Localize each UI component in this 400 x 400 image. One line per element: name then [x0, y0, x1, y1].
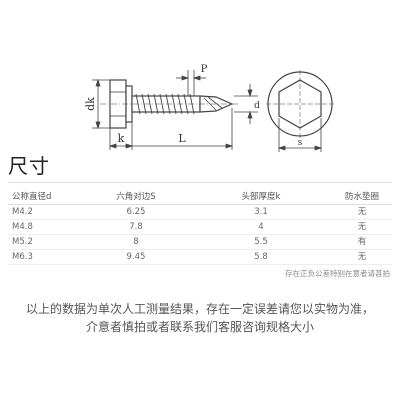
k-dimension	[108, 122, 134, 150]
cell-hex-flat: 7.8	[82, 219, 190, 235]
cell-head-thickness: 3.1	[190, 204, 332, 220]
cell-washer: 无	[332, 219, 392, 235]
cell-hex-flat: 9.45	[82, 249, 190, 265]
cell-washer: 无	[332, 249, 392, 265]
cell-diameter: M4.2	[8, 204, 82, 220]
cell-hex-flat: 6.25	[82, 204, 190, 220]
table-row: M5.2 8 5.5 有	[8, 234, 392, 250]
cell-diameter: M4.8	[8, 219, 82, 235]
header-hex-flat: 六角对边S	[82, 190, 190, 205]
cell-head-thickness: 5.5	[190, 234, 332, 250]
p-label: P	[201, 64, 208, 75]
s-dimension	[277, 118, 323, 152]
table-row: M6.3 9.45 5.8 无	[8, 249, 392, 265]
head-end-view	[266, 70, 334, 138]
l-label: L	[178, 132, 186, 145]
cell-head-thickness: 4	[190, 219, 332, 235]
d-dimension	[234, 84, 258, 124]
measurement-note-line-2: 介意者慎拍或者联系我们客服咨询规格大小	[85, 320, 314, 334]
cell-washer: 无	[332, 204, 392, 220]
title-divider	[8, 182, 392, 183]
table-header-row: 公称直径d 六角对边S 头部厚度k 防水垫圈	[8, 190, 392, 205]
header-diameter: 公称直径d	[8, 190, 82, 205]
table-row: M4.2 6.25 3.1 无	[8, 204, 392, 220]
spec-table: 公称直径d 六角对边S 头部厚度k 防水垫圈 M4.2 6.25 3.1 无 M…	[8, 190, 392, 265]
tolerance-note: 存在正负公差特别在意者请甚拍	[285, 269, 390, 278]
header-head-thickness: 头部厚度k	[190, 190, 332, 205]
cell-washer: 有	[332, 234, 392, 250]
d-label: d	[254, 101, 260, 111]
dk-label: dk	[84, 97, 97, 111]
k-label: k	[118, 132, 125, 145]
header-washer: 防水垫圈	[332, 190, 392, 205]
dk-dimension	[92, 78, 110, 130]
s-label: s	[298, 138, 303, 148]
technical-drawing: dk k L P d s	[84, 64, 334, 152]
l-dimension	[132, 108, 234, 150]
p-dimension	[176, 70, 206, 96]
cell-diameter: M6.3	[8, 249, 82, 265]
cell-head-thickness: 5.8	[190, 249, 332, 265]
measurement-note-line-1: 以上的数据为单次人工测量结果，存在一定误差请您以实物为准，	[25, 302, 374, 316]
section-title: 尺寸	[8, 154, 50, 178]
table-row: M4.8 7.8 4 无	[8, 219, 392, 235]
cell-diameter: M5.2	[8, 234, 82, 250]
cell-hex-flat: 8	[82, 234, 190, 250]
